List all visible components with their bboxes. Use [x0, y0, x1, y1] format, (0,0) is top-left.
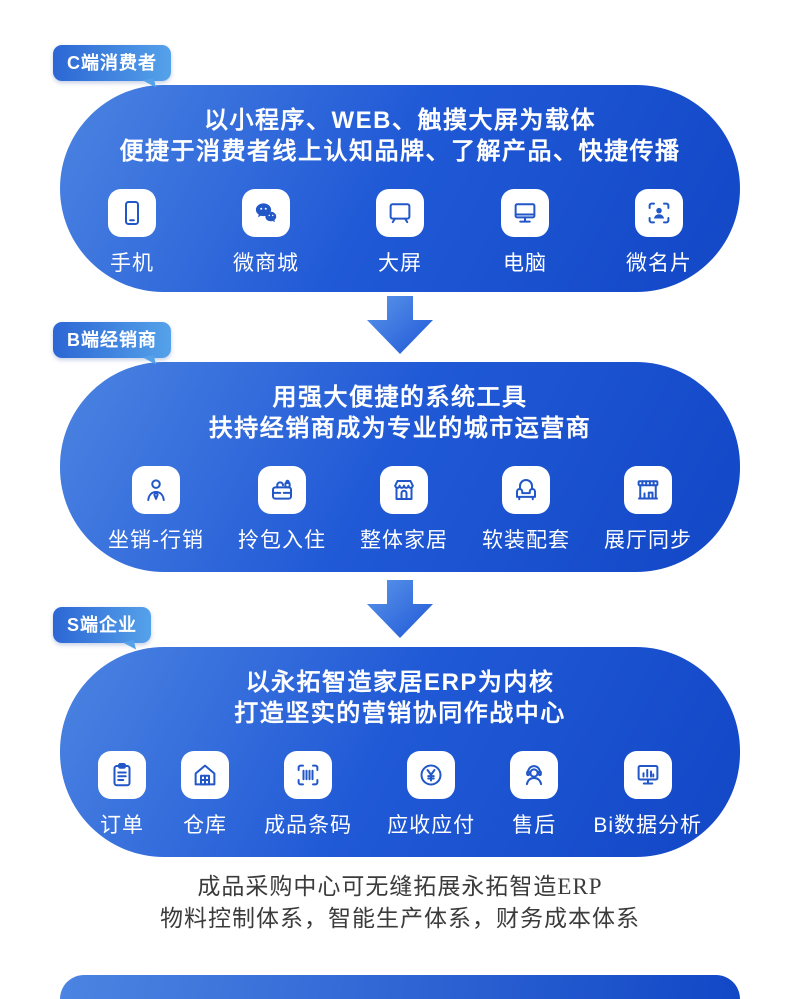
footer-note: 成品采购中心可无缝拓展永拓智造ERP 物料控制体系，智能生产体系，财务成本体系: [0, 871, 800, 935]
yuan-coin-icon: [407, 751, 456, 799]
phone-icon: [108, 189, 156, 237]
feature-row: 坐销-行销 拎包入住 整体家居: [60, 466, 740, 554]
feature-item: 软装配套: [482, 466, 570, 554]
feature-label: Bi数据分析: [593, 814, 702, 837]
feature-label: 软装配套: [482, 529, 570, 552]
order-clipboard-icon: [98, 751, 146, 799]
down-arrow-icon: [367, 580, 433, 638]
feature-label: 仓库: [183, 814, 228, 837]
feature-item: 整体家居: [360, 466, 448, 554]
salesperson-icon: [132, 466, 180, 514]
sofa-icon: [502, 466, 550, 514]
section-title: 以永拓智造家居ERP为内核 打造坚实的营销协同作战中心: [60, 667, 740, 729]
feature-item: 售后: [510, 751, 559, 839]
section-title: 用强大便捷的系统工具 扶持经销商成为专业的城市运营商: [60, 382, 740, 444]
mini-card-scan-icon: [635, 189, 683, 237]
feature-item: 应收应付: [387, 751, 475, 839]
next-capsule-edge: [60, 975, 740, 999]
feature-label: 拎包入住: [238, 529, 326, 552]
feature-item: 大屏: [376, 189, 424, 277]
computer-icon: [501, 189, 549, 237]
section-consumer: C端消费者 以小程序、WEB、触摸大屏为载体 便捷于消费者线上认知品牌、了解产品…: [53, 45, 740, 292]
section-tag-enterprise: S端企业: [53, 607, 152, 643]
title-line-2: 打造坚实的营销协同作战中心: [234, 700, 566, 727]
capsule-consumer: 以小程序、WEB、触摸大屏为载体 便捷于消费者线上认知品牌、了解产品、快捷传播 …: [60, 85, 740, 292]
section-title: 以小程序、WEB、触摸大屏为载体 便捷于消费者线上认知品牌、了解产品、快捷传播: [60, 105, 740, 167]
home-store-icon: [380, 466, 428, 514]
section-dealer: B端经销商 用强大便捷的系统工具 扶持经销商成为专业的城市运营商 坐销-行销 拎…: [53, 322, 740, 572]
feature-label: 大屏: [378, 252, 422, 275]
feature-row: 手机 微商城 大屏 电: [60, 189, 740, 277]
title-line-2: 扶持经销商成为专业的城市运营商: [208, 415, 592, 442]
footer-line-1: 成品采购中心可无缝拓展永拓智造ERP: [197, 874, 603, 899]
footer-line-2: 物料控制体系，智能生产体系，财务成本体系: [160, 906, 640, 931]
title-line-2: 便捷于消费者线上认知品牌、了解产品、快捷传播: [119, 138, 681, 165]
feature-item: 电脑: [501, 189, 549, 277]
bi-chart-icon: [623, 751, 672, 799]
feature-label: 成品条码: [264, 814, 353, 837]
flow-arrow-2: [0, 580, 800, 638]
feature-label: 手机: [110, 252, 154, 275]
feature-label: 展厅同步: [604, 529, 692, 552]
feature-item: 展厅同步: [604, 466, 692, 554]
title-line-1: 以小程序、WEB、触摸大屏为载体: [204, 107, 596, 134]
big-screen-icon: [376, 189, 424, 237]
feature-label: 坐销-行销: [108, 529, 204, 552]
feature-item: 仓库: [181, 751, 230, 839]
suitcase-lock-icon: [258, 466, 306, 514]
feature-item: 成品条码: [264, 751, 352, 839]
showroom-icon: [624, 466, 672, 514]
down-arrow-icon: [367, 296, 433, 354]
feature-label: 整体家居: [360, 529, 448, 552]
feature-item: 手机: [108, 189, 156, 277]
section-tag-dealer: B端经销商: [53, 322, 171, 358]
feature-item: 坐销-行销: [108, 466, 204, 554]
feature-item: 微名片: [626, 189, 692, 277]
feature-label: 电脑: [503, 252, 547, 275]
title-line-1: 以永拓智造家居ERP为内核: [245, 669, 555, 696]
capsule-enterprise: 以永拓智造家居ERP为内核 打造坚实的营销协同作战中心 订单 仓库: [60, 647, 740, 857]
barcode-icon: [284, 751, 333, 799]
feature-label: 订单: [100, 814, 144, 837]
flow-arrow-1: [0, 296, 800, 354]
feature-label: 售后: [512, 814, 557, 837]
section-tag-consumer: C端消费者: [53, 45, 171, 81]
feature-item: 订单: [98, 751, 146, 839]
feature-label: 应收应付: [387, 814, 476, 837]
feature-label: 微名片: [626, 252, 692, 275]
headset-support-icon: [510, 751, 559, 799]
feature-item: 微商城: [233, 189, 299, 277]
feature-row: 订单 仓库 成品条码: [60, 751, 740, 839]
feature-item: 拎包入住: [238, 466, 326, 554]
title-line-1: 用强大便捷的系统工具: [272, 384, 528, 411]
section-enterprise: S端企业 以永拓智造家居ERP为内核 打造坚实的营销协同作战中心 订单 仓库: [53, 607, 740, 857]
wechat-icon: [242, 189, 290, 237]
feature-item: Bi数据分析: [593, 751, 702, 839]
feature-label: 微商城: [233, 252, 299, 275]
warehouse-icon: [181, 751, 230, 799]
capsule-dealer: 用强大便捷的系统工具 扶持经销商成为专业的城市运营商 坐销-行销 拎包入住: [60, 362, 740, 572]
